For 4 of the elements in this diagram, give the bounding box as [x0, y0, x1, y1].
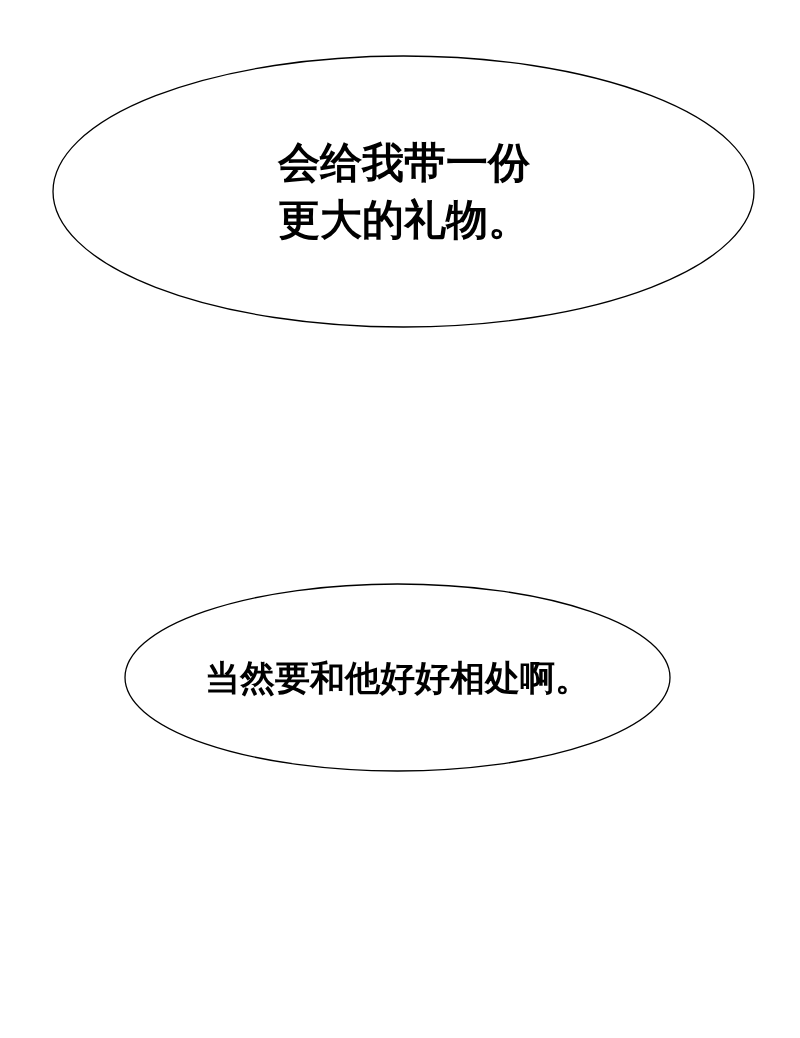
bubble-text: 会给我带一份更大的礼物。	[278, 136, 532, 246]
speech-bubble	[124, 583, 671, 772]
bubble-text: 当然要和他好好相处啊。	[205, 656, 590, 699]
speech-bubble	[52, 55, 755, 328]
